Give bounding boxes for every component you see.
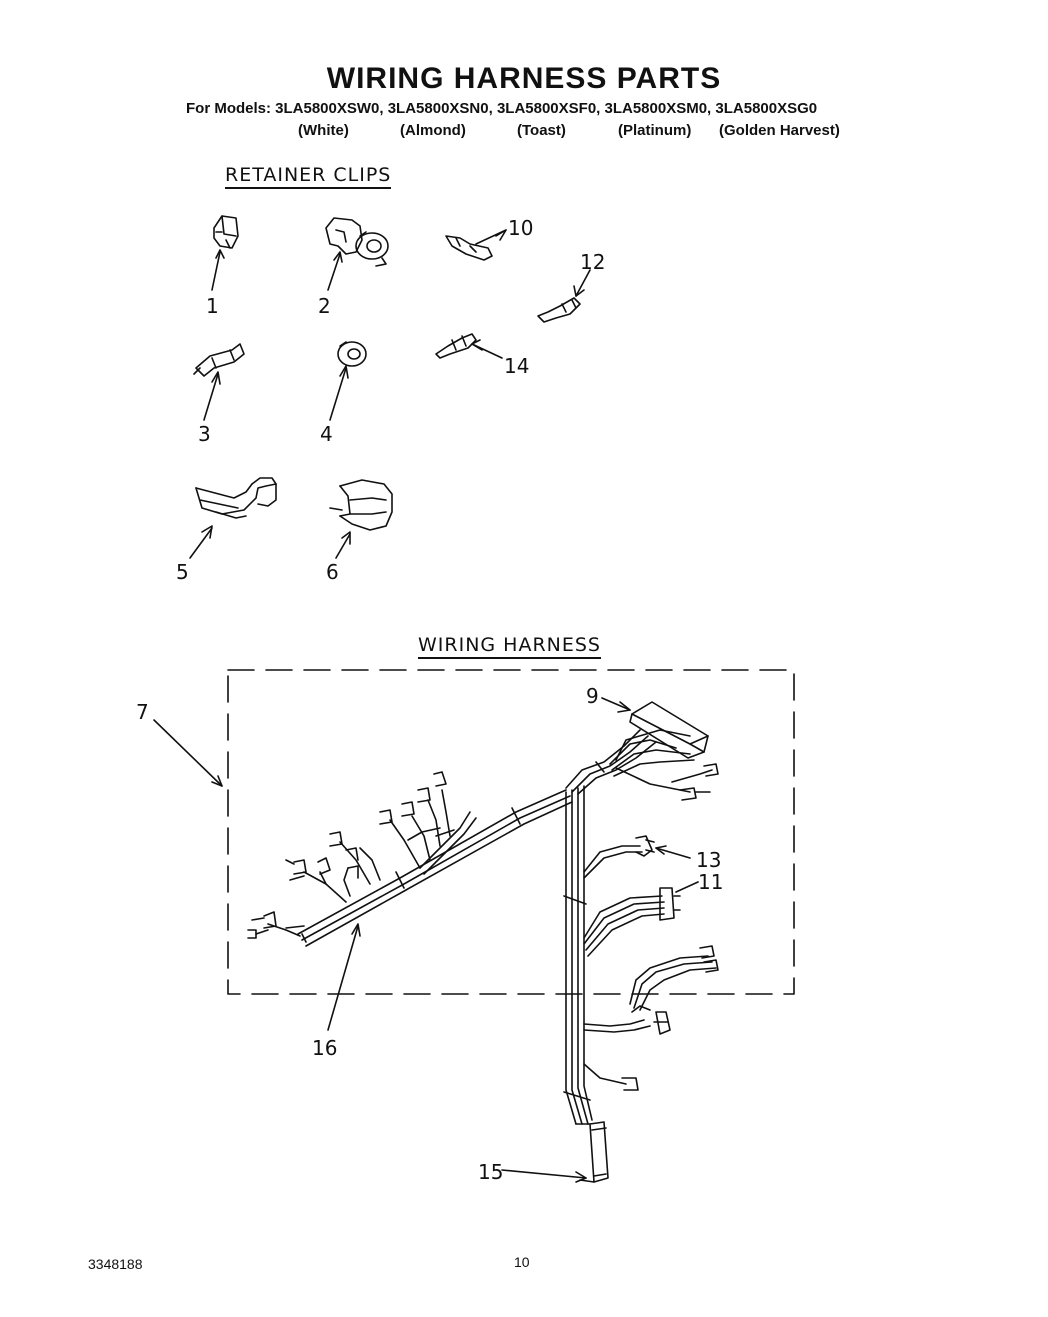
arrow-7 (211, 775, 223, 787)
harness-branch-bottom (583, 1063, 639, 1091)
arrow-13 (655, 845, 667, 855)
harness-branch-right-lower (583, 945, 719, 1035)
arrow-3 (211, 371, 221, 385)
callout-7: 7 (136, 700, 149, 724)
terminal-part-14 (435, 333, 477, 359)
callout-10: 10 (508, 216, 534, 240)
clip-part-1 (213, 215, 239, 249)
arrow-12 (573, 285, 585, 297)
callout-4: 4 (320, 422, 333, 446)
callout-12: 12 (580, 250, 606, 274)
leader-2 (327, 253, 341, 291)
callout-2: 2 (318, 294, 331, 318)
callout-11: 11 (698, 870, 724, 894)
callout-13: 13 (696, 848, 722, 872)
color-toast: (Toast) (517, 122, 566, 139)
harness-branch-13 (583, 835, 655, 879)
leader-12 (575, 269, 591, 297)
harness-frame (227, 669, 795, 995)
arrow-1 (215, 249, 225, 259)
arrow-9 (617, 701, 631, 713)
harness-vertical-trunk (563, 785, 593, 1125)
leader-7 (153, 719, 223, 787)
leader-9 (601, 697, 631, 711)
arrow-5 (201, 525, 213, 539)
arrow-6 (341, 531, 351, 545)
leader-3 (203, 373, 219, 421)
callout-9: 9 (586, 684, 599, 708)
leader-13 (655, 847, 691, 859)
callout-3: 3 (198, 422, 211, 446)
arrow-4 (339, 365, 349, 379)
color-platinum: (Platinum) (618, 122, 692, 139)
leader-11 (675, 881, 699, 893)
page-title: WIRING HARNESS PARTS (326, 62, 722, 95)
terminal-part-10 (445, 235, 493, 261)
doc-number: 3348188 (88, 1256, 143, 1272)
leader-15 (501, 1169, 587, 1179)
harness-branch-11 (583, 887, 681, 957)
grommet-part-4 (337, 341, 367, 367)
connector-part-9 (629, 701, 709, 759)
clip-part-5 (195, 477, 277, 519)
leader-6 (335, 533, 351, 559)
connector-part-15 (575, 1121, 609, 1183)
harness-main-trunk (297, 789, 573, 947)
arrow-14 (471, 339, 483, 351)
arrow-2 (333, 251, 343, 263)
terminal-part-12 (537, 297, 581, 323)
arrow-15 (575, 1171, 587, 1183)
leader-4 (329, 367, 347, 421)
clip-part-3 (193, 343, 245, 377)
harness-left-terminals (247, 771, 455, 943)
color-white: (White) (298, 122, 349, 139)
models-line: For Models: 3LA5800XSW0, 3LA5800XSN0, 3L… (186, 100, 818, 117)
color-golden-harvest: (Golden Harvest) (719, 122, 840, 139)
sleeve-part-6 (329, 479, 393, 531)
wiring-harness-heading: WIRING HARNESS (418, 634, 601, 659)
callout-15: 15 (478, 1160, 504, 1184)
callout-14: 14 (504, 354, 530, 378)
callout-5: 5 (176, 560, 189, 584)
color-almond: (Almond) (400, 122, 466, 139)
clip-part-2 (325, 217, 389, 267)
callout-6: 6 (326, 560, 339, 584)
callout-1: 1 (206, 294, 219, 318)
leader-1 (211, 251, 221, 291)
harness-upper-branch (565, 729, 695, 795)
harness-branch-right-top (615, 763, 719, 801)
retainer-clips-heading: RETAINER CLIPS (225, 164, 392, 189)
arrow-16 (351, 923, 361, 937)
arrow-10 (495, 229, 507, 241)
leader-16 (327, 925, 359, 1031)
page-number: 10 (514, 1254, 530, 1270)
leader-5 (189, 527, 213, 559)
callout-16: 16 (312, 1036, 338, 1060)
